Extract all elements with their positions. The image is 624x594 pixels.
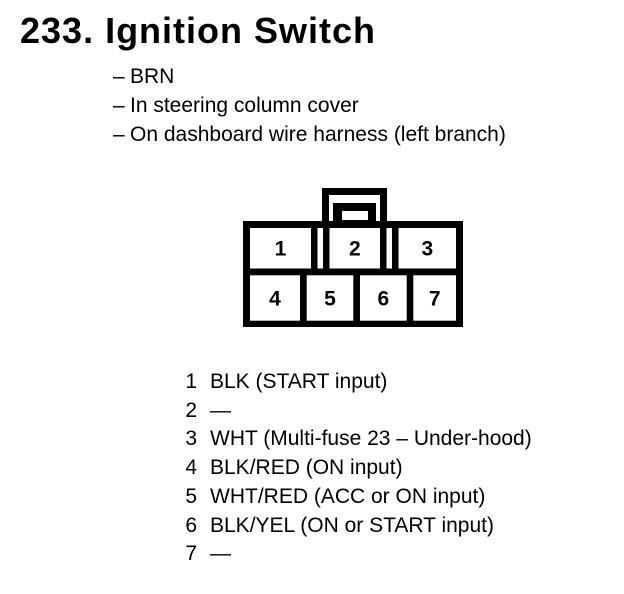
- note-text: In steering column cover: [130, 94, 359, 117]
- legend-row: 1 BLK (START input): [170, 368, 532, 397]
- legend-pin-number: 4: [185, 456, 197, 480]
- page-title: 233. Ignition Switch: [20, 10, 377, 51]
- dash-bullet: –: [113, 123, 125, 146]
- note-text: BRN: [130, 65, 175, 88]
- connector-pin-numbers: 1 2 3 4 5 6 7: [269, 238, 440, 311]
- pin-number-2: 2: [349, 238, 361, 261]
- legend-pin-label: —: [210, 398, 231, 422]
- connector-notes: – BRN – In steering column cover – On da…: [113, 62, 506, 149]
- legend-pin-number: 7: [185, 542, 197, 566]
- legend-row: 4 BLK/RED (ON input): [170, 454, 532, 483]
- legend-pin-number: 6: [185, 513, 197, 537]
- legend-pin-label: BLK/RED (ON input): [210, 456, 403, 480]
- connector-pinout-svg: 1 2 3 4 5 6 7: [243, 188, 463, 327]
- pin-number-5: 5: [324, 288, 336, 311]
- dash-bullet: –: [113, 94, 125, 117]
- legend-pin-number: 1: [185, 370, 197, 393]
- legend-row: 5 WHT/RED (ACC or ON input): [170, 483, 532, 512]
- legend-row: 6 BLK/YEL (ON or START input): [170, 512, 532, 541]
- note-text: On dashboard wire harness (left branch): [130, 123, 506, 146]
- note-item: – In steering column cover: [113, 91, 506, 120]
- note-item: – BRN: [113, 62, 506, 91]
- pin-number-1: 1: [275, 238, 287, 261]
- pin-number-6: 6: [378, 288, 390, 311]
- legend-pin-label: WHT (Multi-fuse 23 – Under-hood): [210, 427, 532, 451]
- pin-number-7: 7: [429, 288, 441, 311]
- dash-bullet: –: [113, 65, 125, 88]
- legend-pin-label: WHT/RED (ACC or ON input): [210, 484, 486, 508]
- legend-pin-number: 3: [185, 427, 197, 451]
- pin-number-4: 4: [269, 288, 281, 311]
- connector-body: [243, 221, 463, 327]
- legend-row: 3 WHT (Multi-fuse 23 – Under-hood): [170, 425, 532, 454]
- note-item: – On dashboard wire harness (left branch…: [113, 120, 506, 149]
- pin-legend: 1 BLK (START input) 2 — 3 WHT (Multi-fus…: [170, 368, 532, 569]
- connector-diagram: 1 2 3 4 5 6 7: [242, 187, 466, 330]
- legend-pin-number: 2: [185, 398, 197, 422]
- pin-number-3: 3: [421, 238, 433, 261]
- legend-row: 2 —: [170, 397, 532, 426]
- legend-pin-number: 5: [185, 484, 197, 508]
- legend-pin-label: BLK (START input): [210, 370, 388, 393]
- legend-pin-label: —: [210, 542, 231, 566]
- legend-pin-label: BLK/YEL (ON or START input): [210, 513, 494, 537]
- legend-row: 7 —: [170, 540, 532, 569]
